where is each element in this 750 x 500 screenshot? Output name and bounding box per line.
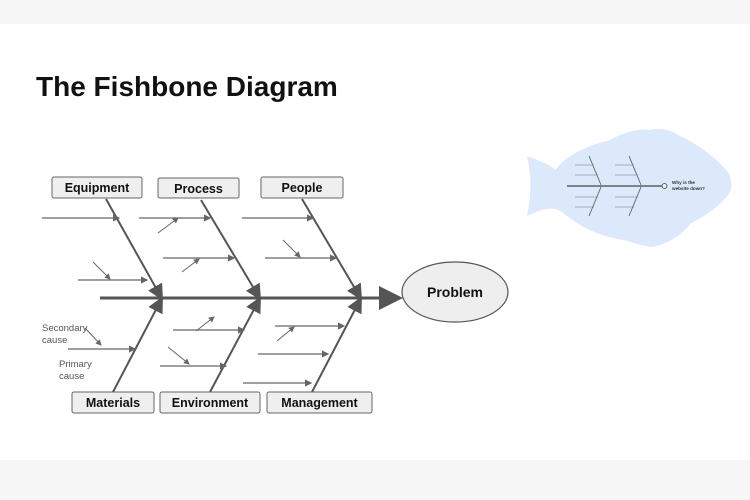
fish-thumb-bone — [628, 155, 642, 186]
category-box — [260, 176, 344, 199]
category-materials: Materials — [71, 391, 155, 414]
category-label-materials: Materials — [86, 396, 140, 410]
bone-people — [301, 198, 363, 301]
bone-materials — [112, 296, 163, 393]
annotation-secondary-line-2: cause — [42, 335, 67, 346]
category-process: Process — [157, 177, 240, 199]
fish-thumb-bone — [588, 155, 602, 186]
category-label-management: Management — [281, 396, 358, 410]
annotation-primary-line-1: Primary — [59, 359, 92, 370]
bone-management — [311, 296, 362, 393]
secondary-cause-arrow — [282, 239, 301, 258]
page-title: The Fishbone Diagram — [36, 71, 338, 102]
secondary-cause-arrow — [84, 327, 102, 346]
secondary-cause-arrow — [92, 261, 111, 280]
secondary-cause-arrow — [157, 217, 179, 234]
category-box — [266, 391, 373, 414]
annotation-secondary-cause: Secondary cause — [42, 323, 90, 346]
annotation-primary-line-2: cause — [59, 371, 84, 382]
fish-thumbnail: Why is the website down? — [527, 128, 732, 247]
category-label-process: Process — [174, 182, 223, 196]
effect-ellipse — [401, 261, 509, 323]
annotation-primary-cause: Primary cause — [59, 359, 94, 382]
category-label-environment: Environment — [172, 396, 249, 410]
bone-equipment — [105, 198, 163, 301]
fish-thumb-question-line-1: Why is the — [672, 180, 695, 185]
slide-background — [0, 24, 750, 460]
effect-node: Problem — [401, 261, 509, 323]
bone-environment — [209, 296, 261, 393]
fish-body — [527, 128, 732, 247]
category-equipment: Equipment — [51, 176, 143, 199]
fish-thumb-bone — [628, 186, 642, 217]
category-environment: Environment — [159, 391, 261, 414]
category-box — [159, 391, 261, 414]
fish-thumb-question: Why is the website down? — [671, 180, 705, 191]
fish-thumb-bone — [588, 186, 602, 217]
bone-process — [200, 199, 262, 301]
secondary-cause-arrow — [195, 316, 215, 332]
category-management: Management — [266, 391, 373, 414]
category-label-people: People — [282, 181, 323, 195]
fish-thumb-question-line-2: website down? — [671, 186, 705, 191]
fish-thumb-head-node — [661, 183, 668, 189]
secondary-cause-arrow — [167, 346, 190, 365]
secondary-cause-arrow — [276, 326, 295, 342]
category-box — [51, 176, 143, 199]
category-box — [157, 177, 240, 199]
category-label-equipment: Equipment — [65, 181, 130, 195]
annotation-secondary-line-1: Secondary — [42, 323, 88, 334]
secondary-cause-arrow — [181, 258, 200, 273]
category-box — [71, 391, 155, 414]
category-people: People — [260, 176, 344, 199]
effect-label: Problem — [427, 284, 483, 300]
